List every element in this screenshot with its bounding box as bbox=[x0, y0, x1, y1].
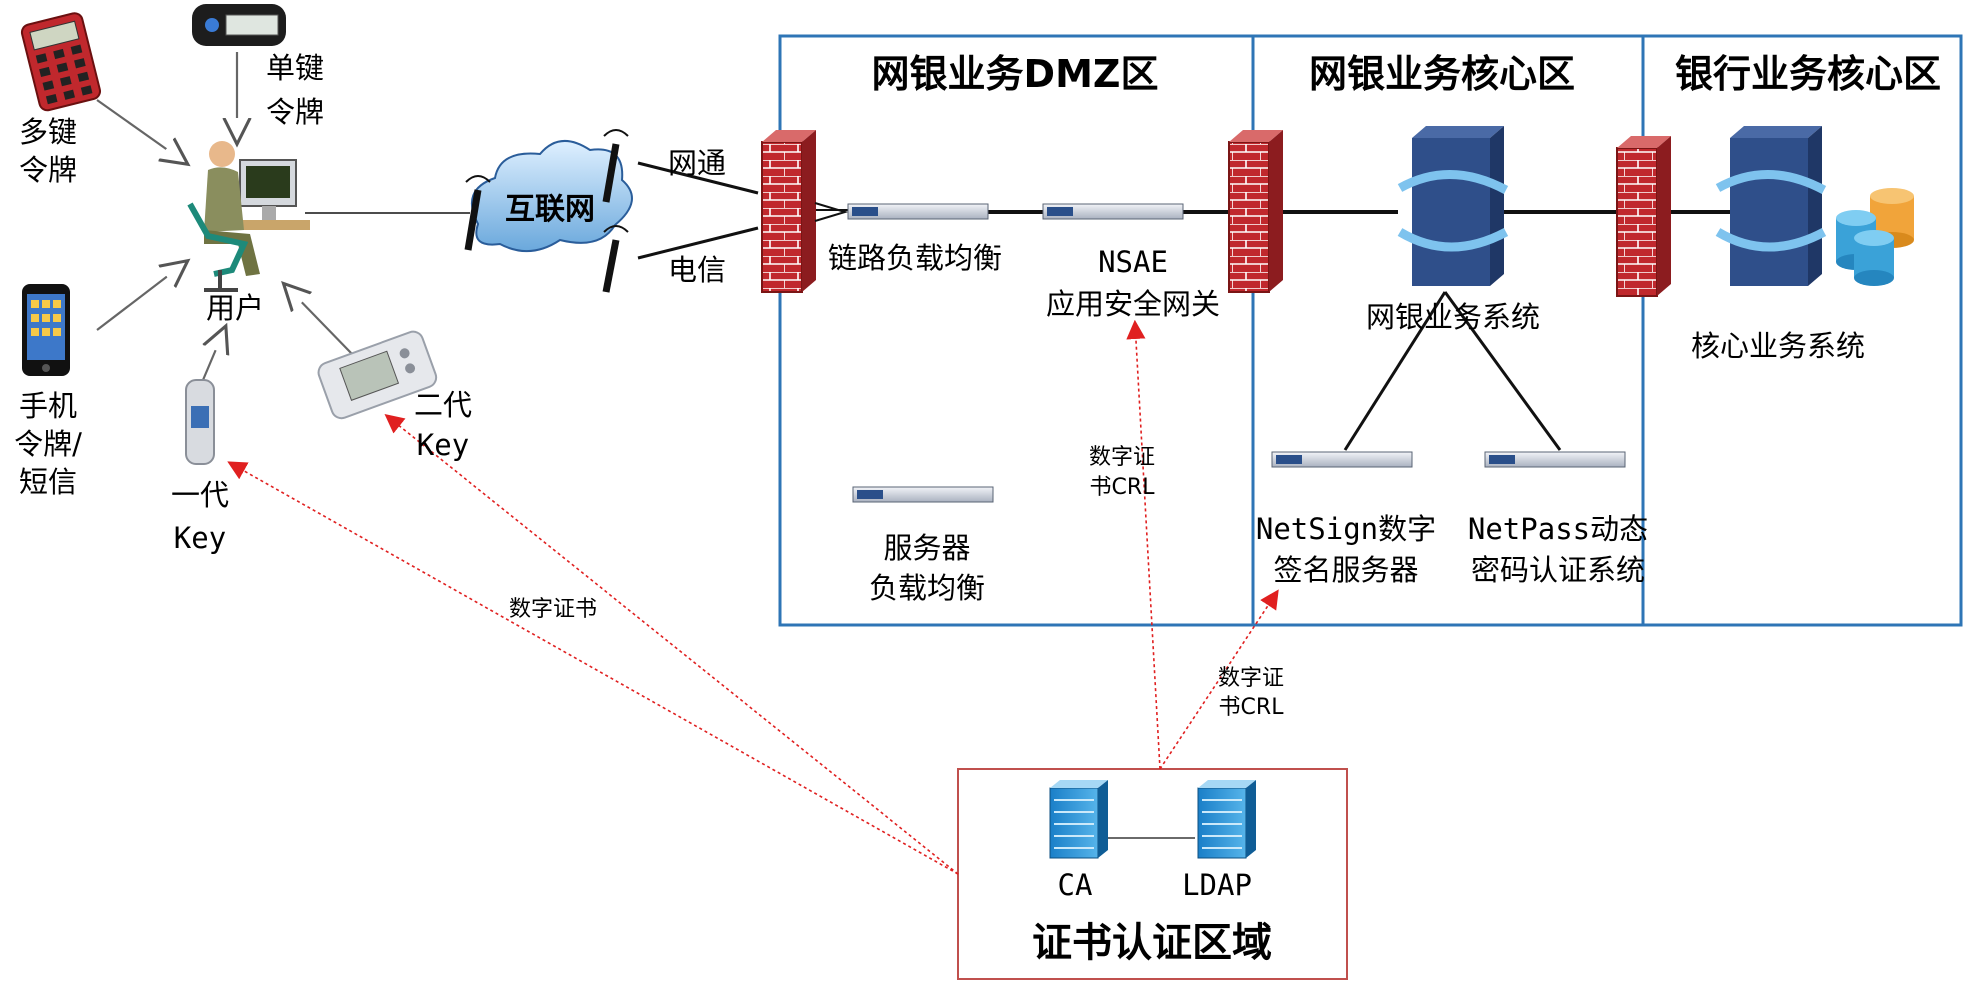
zone-dmz-title: 网银业务DMZ区 bbox=[872, 52, 1159, 96]
server-lb-label-2: 负载均衡 bbox=[869, 571, 985, 605]
ldap-server-icon bbox=[1197, 780, 1256, 859]
gen2-key-label-2: Key bbox=[417, 428, 469, 462]
nsae-device-icon bbox=[1042, 203, 1184, 220]
mobile-token-label-2: 令牌/ bbox=[14, 427, 82, 461]
netpass-device-icon bbox=[1484, 451, 1626, 468]
link-telecom-firewall bbox=[637, 226, 759, 260]
link-cnc-firewall bbox=[637, 161, 759, 195]
zone-cert-title: 证书认证区域 bbox=[1032, 920, 1272, 966]
user-icon bbox=[187, 141, 310, 292]
internet-label: 互联网 bbox=[505, 192, 595, 227]
netpass-label-1: NetPass动态 bbox=[1468, 512, 1648, 546]
inbound-arrow-icon bbox=[814, 202, 849, 222]
nsae-label-2: 应用安全网关 bbox=[1046, 287, 1220, 321]
ldap-label: LDAP bbox=[1182, 868, 1252, 902]
user-label: 用户 bbox=[206, 291, 264, 325]
zone-bank-core-title: 银行业务核心区 bbox=[1675, 52, 1941, 96]
link-ebank-netpass bbox=[1443, 291, 1562, 451]
database-icon bbox=[1836, 188, 1914, 286]
link-cert-nsae bbox=[1126, 319, 1161, 770]
cert-to-nsae-label-2: 书CRL bbox=[1090, 475, 1156, 500]
isp-telecom-label: 电信 bbox=[668, 253, 726, 287]
links-solid bbox=[305, 161, 1730, 839]
ebank-system-label: 网银业务系统 bbox=[1366, 300, 1540, 334]
gen2-key-icon bbox=[317, 330, 438, 420]
link-cert-netsign bbox=[1159, 589, 1279, 770]
core-system-switch-icon bbox=[1715, 126, 1827, 286]
server-lb-label-1: 服务器 bbox=[883, 531, 970, 565]
gen1-key-label-2: Key bbox=[174, 521, 226, 555]
netpass-label-2: 密码认证系统 bbox=[1471, 553, 1645, 587]
multi-key-token-label-2: 令牌 bbox=[19, 153, 77, 187]
mobile-token-icon bbox=[22, 284, 70, 376]
token-arrows bbox=[96, 52, 354, 381]
single-key-token-label-2: 令牌 bbox=[266, 95, 324, 129]
server-lb-device-icon bbox=[852, 486, 994, 503]
gen1-key-label-1: 一代 bbox=[171, 478, 229, 512]
mobile-token-label-1: 手机 bbox=[19, 389, 77, 423]
isp-cnc-label: 网通 bbox=[668, 146, 726, 180]
link-lb-device-icon bbox=[847, 203, 989, 220]
zone-ebank-core-title: 网银业务核心区 bbox=[1309, 52, 1575, 96]
netsign-device-icon bbox=[1271, 451, 1413, 468]
gen2-key-label-1: 二代 bbox=[414, 388, 472, 422]
zone-dmz-box bbox=[778, 34, 1255, 627]
netsign-label-1: NetSign数字 bbox=[1256, 512, 1436, 546]
link-cert-gen2key bbox=[384, 413, 959, 875]
cert-to-user-label: 数字证书 bbox=[509, 597, 597, 622]
ca-server-icon bbox=[1049, 780, 1108, 859]
multi-key-token-icon bbox=[20, 12, 101, 112]
netsign-label-2: 签名服务器 bbox=[1273, 553, 1418, 587]
link-cert-gen1key bbox=[227, 461, 959, 875]
mobile-token-label-3: 短信 bbox=[19, 465, 77, 499]
ca-label: CA bbox=[1058, 868, 1093, 902]
cert-to-nsae-label-1: 数字证 bbox=[1089, 445, 1155, 470]
link-ebank-netsign bbox=[1343, 291, 1447, 451]
single-key-token-icon bbox=[192, 4, 286, 46]
cert-to-netsign-label-2: 书CRL bbox=[1219, 695, 1285, 720]
cert-links bbox=[227, 319, 1279, 875]
firewall-3-icon bbox=[1616, 136, 1671, 297]
single-key-token-label-1: 单键 bbox=[266, 51, 324, 85]
firewall-1-icon bbox=[761, 130, 816, 293]
zone-bank-core-box bbox=[1641, 34, 1963, 627]
core-system-label: 核心业务系统 bbox=[1691, 329, 1865, 363]
gen1-key-icon bbox=[185, 379, 215, 465]
nsae-label-1: NSAE bbox=[1098, 245, 1168, 279]
cert-to-netsign-label-1: 数字证 bbox=[1218, 666, 1284, 691]
zone-boxes bbox=[778, 34, 1963, 980]
link-lb-label: 链路负载均衡 bbox=[828, 241, 1002, 275]
internet-cloud-icon bbox=[464, 129, 633, 293]
multi-key-token-label-1: 多键 bbox=[19, 115, 77, 149]
firewall-2-icon bbox=[1228, 130, 1283, 293]
ebank-system-switch-icon bbox=[1397, 126, 1509, 286]
